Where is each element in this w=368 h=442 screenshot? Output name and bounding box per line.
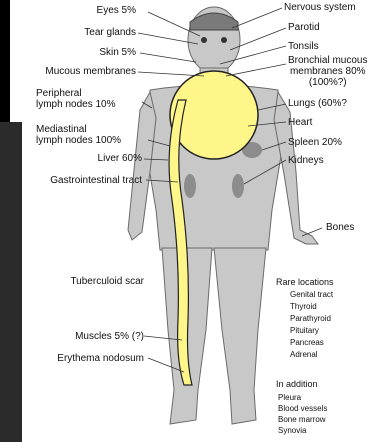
addition-item: Blood vessels: [278, 405, 327, 414]
eye-left: [201, 37, 207, 43]
label-mucous-membranes: Mucous membranes: [45, 66, 136, 77]
label-nervous-system: Nervous system: [284, 2, 356, 13]
label-gastrointestinal: Gastrointestinal tract: [50, 175, 142, 186]
label-skin: Skin 5%: [99, 47, 136, 58]
kidney-left: [184, 174, 196, 198]
addition-heading: In addition: [276, 380, 318, 390]
label-tear-glands: Tear glands: [84, 27, 136, 38]
right-arm: [274, 92, 318, 244]
label-erythema-nodosum: Erythema nodosum: [57, 353, 144, 364]
label-heart: Heart: [288, 117, 312, 128]
rare-item: Adrenal: [290, 351, 318, 360]
addition-item: Synovia: [278, 427, 306, 436]
label-mediastinal-lymph: Mediastinal lymph nodes 100%: [36, 124, 121, 146]
label-bones: Bones: [326, 222, 354, 233]
right-leg: [214, 248, 266, 424]
label-tonsils: Tonsils: [288, 41, 319, 52]
label-kidneys: Kidneys: [288, 155, 324, 166]
label-lungs: Lungs (60%?: [288, 98, 347, 109]
rare-item: Thyroid: [290, 303, 317, 312]
rare-item: Genital tract: [290, 291, 333, 300]
addition-item: Bone marrow: [278, 416, 326, 425]
label-parotid: Parotid: [288, 22, 320, 33]
label-tuberculoid-scar: Tuberculoid scar: [70, 276, 144, 287]
rare-item: Parathyroid: [290, 315, 331, 324]
eye-right: [221, 37, 227, 43]
label-liver: Liver 60%: [98, 153, 142, 164]
rare-item: Pancreas: [290, 339, 324, 348]
label-eyes: Eyes 5%: [97, 5, 136, 16]
label-spleen: Spleen 20%: [288, 137, 342, 148]
rare-item: Pituitary: [290, 327, 319, 336]
kidney-right: [232, 174, 244, 198]
label-bronchial: Bronchial mucous membranes 80% (100%?): [288, 55, 367, 88]
rare-heading: Rare locations: [276, 278, 334, 288]
addition-item: Pleura: [278, 394, 301, 403]
label-muscles: Muscles 5% (?): [75, 331, 144, 342]
label-peripheral-lymph: Peripheral lymph nodes 10%: [36, 88, 116, 110]
